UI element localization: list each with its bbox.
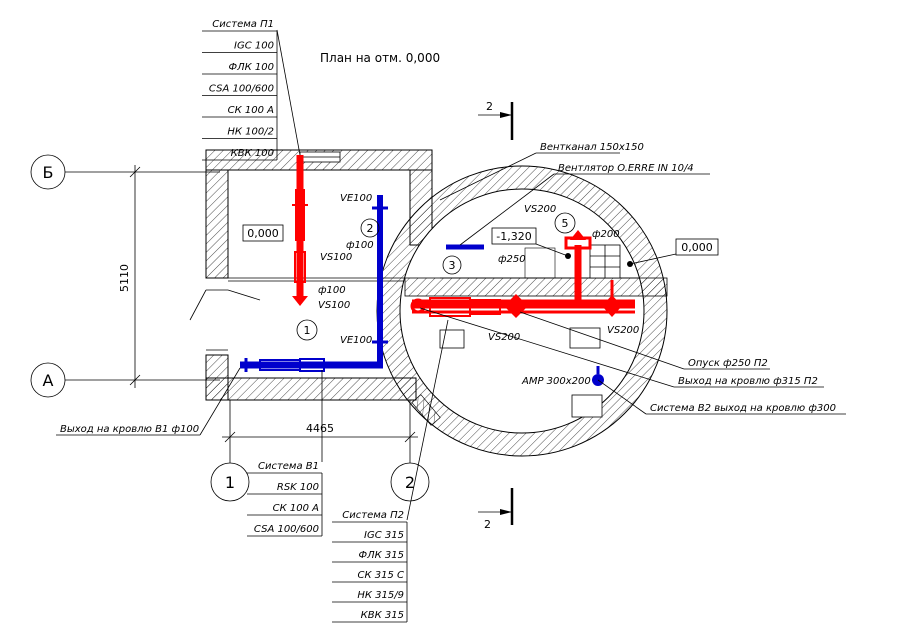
label-d200: ф200 — [592, 229, 620, 240]
axis-1-label: 1 — [225, 473, 235, 492]
dimension-height-value: 5110 — [118, 264, 131, 292]
svg-text:Выход на кровлю В1 ф100: Выход на кровлю В1 ф100 — [60, 424, 199, 435]
label-vs100-b: VS100 — [318, 300, 350, 311]
svg-text:5: 5 — [562, 217, 569, 230]
room-walls — [189, 149, 433, 401]
label-vs200-right: VS200 — [607, 325, 639, 336]
axis-b-label: Б — [43, 163, 54, 182]
room-number-3: 3 — [442, 255, 462, 275]
svg-text:0,000: 0,000 — [247, 227, 279, 240]
axis-2-label: 2 — [405, 473, 415, 492]
supply-duct-p2 — [410, 230, 635, 318]
legend-header: Система П2 — [342, 510, 404, 521]
svg-text:Система В2 выход на кровлю ф30: Система В2 выход на кровлю ф300 — [650, 403, 836, 414]
system-v1-legend: Система В1 RSK 100 СК 100 А CSA 100/600 — [247, 461, 323, 537]
legend-item: КВК 100 — [231, 148, 274, 159]
dimension-width-value: 4465 — [306, 422, 334, 435]
svg-text:Вентканал 150х150: Вентканал 150х150 — [540, 142, 644, 153]
svg-text:Опуск ф250 П2: Опуск ф250 П2 — [688, 358, 768, 369]
dimension-height: 5110 — [118, 165, 141, 388]
section-mark-bottom: 2 — [478, 488, 514, 531]
label-vs200-mid: VS200 — [488, 332, 520, 343]
legend-header: Система В1 — [258, 461, 319, 472]
section-mark-top: 2 — [478, 100, 514, 140]
axis-2: 2 — [390, 400, 430, 502]
legend-item: СК 315 С — [357, 570, 404, 581]
section-mark-bottom-label: 2 — [484, 518, 491, 531]
room-number-2: 2 — [360, 218, 380, 238]
label-vs200-top: VS200 — [524, 204, 556, 215]
dimension-width: 4465 — [222, 422, 418, 443]
label-d100-b: ф100 — [318, 285, 346, 296]
legend-item: ФЛК 315 — [359, 550, 405, 561]
callout-vyhod-p2: Выход на кровлю ф315 П2 — [419, 307, 824, 388]
callout-sys-v2: Система В2 выход на кровлю ф300 — [597, 379, 846, 415]
svg-text:2: 2 — [367, 222, 374, 235]
label-ve100-bottom: VE100 — [340, 335, 372, 346]
svg-text:Вентлятор O.ERRE IN 10/4: Вентлятор O.ERRE IN 10/4 — [558, 163, 694, 174]
room-number-5: 5 — [554, 212, 576, 234]
label-d100-a: ф100 — [346, 240, 374, 251]
axis-a-label: А — [43, 371, 54, 390]
axis-a: А — [30, 362, 220, 398]
legend-item: ФЛК 100 — [229, 62, 275, 73]
svg-text:-1,320: -1,320 — [496, 230, 531, 243]
room-number-1: 1 — [296, 319, 318, 341]
svg-text:AMP 300х200: AMP 300х200 — [521, 376, 591, 387]
exhaust-duct-v1 — [240, 195, 388, 372]
legend-item: НК 315/9 — [357, 590, 404, 601]
legend-item: CSA 100/600 — [254, 524, 319, 535]
level-pit: -1,320 — [491, 227, 571, 259]
legend-item: СК 100 А — [273, 503, 320, 514]
callout-ventkanal: Вентканал 150х150 — [439, 142, 644, 201]
svg-text:1: 1 — [304, 324, 311, 337]
callout-opusk: Опуск ф250 П2 — [519, 311, 770, 370]
level-room: 0,000 — [242, 224, 284, 242]
legend-header: Система П1 — [212, 19, 274, 30]
axis-b: Б — [30, 154, 220, 190]
supply-duct-p1 — [292, 155, 308, 306]
level-circle: 0,000 — [627, 238, 719, 267]
section-mark-top-label: 2 — [486, 100, 493, 113]
legend-item: CSA 100/600 — [209, 84, 274, 95]
label-d250: ф250 — [498, 254, 526, 265]
label-vs100-a: VS100 — [320, 252, 352, 263]
axis-1: 1 — [210, 400, 250, 502]
svg-text:0,000: 0,000 — [681, 241, 713, 254]
legend-item: СК 100 А — [228, 105, 275, 116]
legend-item: RSK 100 — [277, 482, 319, 493]
plan-title: План на отм. 0,000 — [320, 51, 440, 65]
svg-text:Выход на кровлю ф315 П2: Выход на кровлю ф315 П2 — [678, 376, 818, 387]
legend-item: КВК 315 — [361, 610, 404, 621]
callout-ventilator: Вентлятор O.ERRE IN 10/4 — [459, 163, 710, 246]
callout-amp: AMP 300х200 — [521, 376, 591, 387]
legend-item: НК 100/2 — [227, 127, 274, 138]
legend-item: IGC 315 — [364, 530, 404, 541]
legend-item: IGC 100 — [234, 41, 274, 52]
svg-text:3: 3 — [449, 259, 456, 272]
callout-vyhod-v1: Выход на кровлю В1 ф100 — [56, 367, 241, 436]
label-ve100-top: VE100 — [340, 193, 372, 204]
